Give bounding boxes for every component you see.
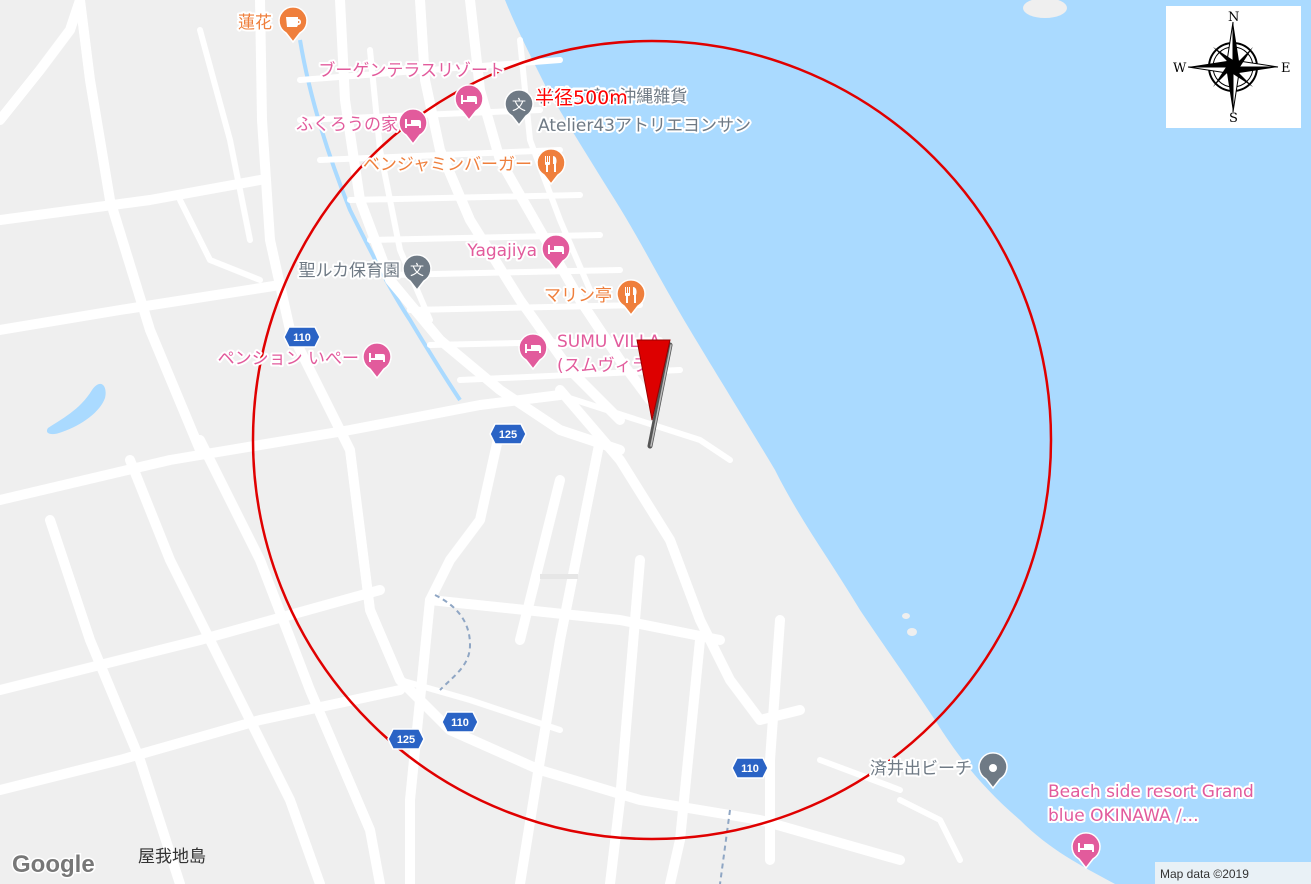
svg-text:文: 文 xyxy=(512,98,526,114)
route-shield: 110 xyxy=(283,326,321,348)
poi-label: ペンション いぺー xyxy=(218,349,359,369)
poi-atelier43[interactable]: 文体験工房&沖縄雑貨 Atelier43アトリエヨンサン xyxy=(504,85,753,138)
poi-label: 済井出ビーチ xyxy=(870,759,972,779)
pin-icon xyxy=(978,752,1008,790)
poi-label: 蓮花 xyxy=(238,13,272,33)
attribution-text[interactable]: Map data ©2019 xyxy=(1160,867,1249,881)
route-number: 110 xyxy=(451,717,469,729)
poi-label: Beach side resort Grand xyxy=(1048,782,1254,802)
restaurant-icon xyxy=(536,148,566,186)
route-number: 110 xyxy=(293,332,311,344)
islet xyxy=(907,628,917,636)
route-number: 110 xyxy=(741,763,759,775)
radius-label: 半径500m xyxy=(535,87,628,109)
dashed-trail xyxy=(719,809,731,884)
poi-pension-ipe[interactable]: ペンション いぺー xyxy=(216,342,392,380)
hotel-icon xyxy=(454,84,484,122)
islet xyxy=(902,613,910,619)
compass-s: S xyxy=(1229,111,1238,126)
radius-circle xyxy=(251,39,1053,841)
islet xyxy=(1023,0,1067,18)
school-icon: 文 xyxy=(504,89,534,127)
route-shield: 125 xyxy=(387,728,425,750)
poi-marin[interactable]: マリン亭 xyxy=(542,279,646,317)
poi-label: 聖ルカ保育園 xyxy=(299,261,401,281)
poi-zaiide-beach[interactable]: 済井出ビーチ xyxy=(868,752,1008,790)
hotel-icon xyxy=(1071,832,1101,870)
school-icon: 文 xyxy=(402,254,432,292)
road-segment xyxy=(540,574,578,579)
place-label-yagaji: 屋我地島 xyxy=(138,847,206,867)
poi-label-line2: Atelier43アトリエヨンサン xyxy=(538,116,751,136)
poi-layer: 蓮花ブーゲンテラスリゾート文体験工房&沖縄雑貨Atelier43アトリエヨンサン… xyxy=(216,6,1256,870)
google-logo[interactable]: Google xyxy=(11,850,97,880)
hotel-icon xyxy=(362,342,392,380)
attribution-bar xyxy=(1155,862,1311,884)
poi-renka[interactable]: 蓮花 xyxy=(236,6,308,44)
dashed-trail xyxy=(434,594,472,691)
location-marker[interactable] xyxy=(636,339,673,449)
route-number: 125 xyxy=(499,429,517,441)
route-shield: 110 xyxy=(441,711,479,733)
restaurant-icon xyxy=(616,279,646,317)
compass-rose: N S W E xyxy=(1166,6,1301,128)
compass-n: N xyxy=(1228,10,1239,25)
poi-label: Yagajiya xyxy=(466,241,537,261)
coffee-icon xyxy=(278,6,308,44)
poi-benjamin[interactable]: ベンジャミンバーガー xyxy=(361,148,566,186)
poi-bougain-resort[interactable]: ブーゲンテラスリゾート xyxy=(316,58,507,122)
compass-w: W xyxy=(1173,61,1187,76)
poi-fukurou[interactable]: ふくろうの家 xyxy=(294,108,428,146)
route-shield: 125 xyxy=(489,423,527,445)
route-number: 125 xyxy=(397,734,415,746)
poi-label: ふくろうの家 xyxy=(296,115,398,135)
sea-area xyxy=(505,0,1311,884)
route-shield-layer: 110 125 110 125 110 xyxy=(283,326,769,779)
pond xyxy=(46,383,106,435)
poi-label-line2: blue OKINAWA /… xyxy=(1048,806,1199,826)
poi-yagajiya[interactable]: Yagajiya xyxy=(464,234,571,272)
poi-beach-side[interactable]: Beach side resort Grand blue OKINAWA /… xyxy=(1046,780,1256,870)
hotel-icon xyxy=(541,234,571,272)
svg-text:文: 文 xyxy=(410,263,424,279)
poi-label: マリン亭 xyxy=(544,286,612,306)
poi-label: ベンジャミンバーガー xyxy=(363,155,532,175)
compass-e: E xyxy=(1281,61,1291,76)
poi-label: ブーゲンテラスリゾート xyxy=(318,60,505,81)
route-shield: 110 xyxy=(731,757,769,779)
hotel-icon xyxy=(518,333,548,371)
hotel-icon xyxy=(398,108,428,146)
poi-label: 体験工房&沖縄雑貨 xyxy=(538,87,687,107)
